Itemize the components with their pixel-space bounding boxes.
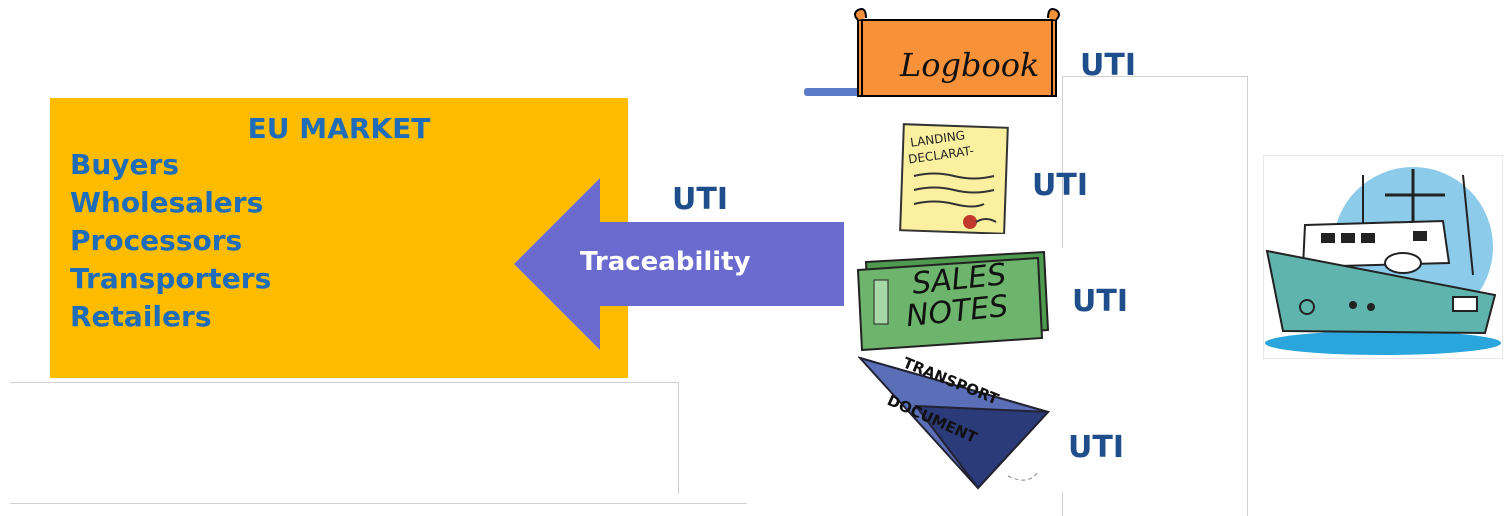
eu-market-box: EU MARKET Buyers Wholesalers Processors … [50,98,628,378]
fishing-boat-icon [1263,155,1503,359]
market-item-wholesalers: Wholesalers [70,186,264,219]
frame-line [10,382,678,383]
logbook-text: Logbook [900,46,1040,84]
frame-line [1247,76,1248,516]
sales-notes-icon [856,250,1050,352]
logbook-scroll-icon [854,8,1060,97]
frame-line [1062,492,1063,516]
frame-line [678,382,679,494]
uti-label-transport: UTI [1068,430,1124,465]
uti-label-landing: UTI [1032,168,1088,203]
uti-label-flow: UTI [672,182,728,217]
market-item-processors: Processors [70,224,243,257]
transport-plane-icon [858,356,1051,490]
market-item-transporters: Transporters [70,262,272,295]
frame-line [10,503,747,504]
traceability-label: Traceability [580,247,751,277]
landing-declaration-icon [899,123,1009,234]
frame-line [1062,76,1063,248]
uti-label-logbook: UTI [1080,48,1136,83]
frame-line [1062,76,1248,77]
market-item-buyers: Buyers [70,148,179,181]
uti-label-sales: UTI [1072,284,1128,319]
market-title: EU MARKET [247,112,431,145]
column-shadow [804,88,884,96]
market-item-retailers: Retailers [70,300,212,333]
traceability-arrow-icon [514,178,844,350]
